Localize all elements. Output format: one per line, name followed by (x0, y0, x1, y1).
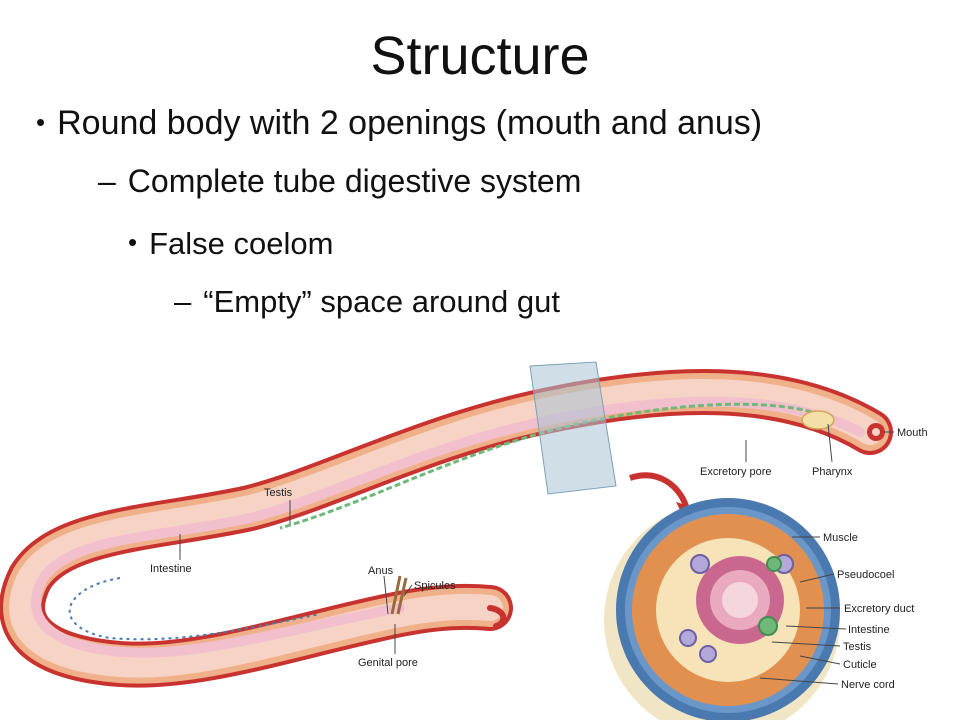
roundworm-anatomy-diagram: Mouth Excretory pore Pharynx Testis Inte… (0, 361, 928, 720)
label-pseudocoel: Pseudocoel (837, 569, 895, 581)
intestine-tube (31, 396, 865, 658)
label-anus: Anus (368, 565, 394, 577)
bullet-level2: –Complete tube digestive system (98, 160, 581, 202)
bullet-text: False coelom (149, 226, 334, 261)
label-testis: Testis (264, 487, 293, 499)
label-mouth: Mouth (897, 427, 928, 439)
label-muscle: Muscle (823, 532, 858, 544)
label-cuticle: Cuticle (843, 659, 877, 671)
cross-section (604, 498, 840, 720)
bullet-text: Complete tube digestive system (127, 163, 582, 199)
label-excretory-duct: Excretory duct (844, 603, 914, 615)
label-nerve-cord: Nerve cord (841, 679, 895, 691)
bullet-dot-icon: • (36, 107, 46, 137)
label-cs-testis: Testis (843, 641, 872, 653)
section-plane (529, 361, 617, 495)
label-excretory-pore: Excretory pore (700, 466, 772, 478)
label-genital-pore: Genital pore (358, 657, 418, 669)
bullet-level4: –“Empty” space around gut (174, 282, 560, 322)
label-intestine: Intestine (150, 563, 192, 575)
dash-icon: – (174, 284, 192, 319)
bullet-dot-icon: • (128, 227, 138, 257)
bullet-level3: • False coelom (128, 222, 333, 264)
label-cs-intestine: Intestine (848, 624, 890, 636)
dash-icon: – (98, 163, 116, 199)
arrow-icon (629, 472, 689, 508)
label-spicules: Spicules (414, 580, 456, 592)
bullet-text: Round body with 2 openings (mouth and an… (57, 104, 763, 142)
label-pharynx: Pharynx (812, 466, 853, 478)
bullet-text: “Empty” space around gut (203, 284, 560, 319)
slide-title: Structure (370, 26, 590, 86)
bullet-level1: • Round body with 2 openings (mouth and a… (36, 100, 762, 145)
